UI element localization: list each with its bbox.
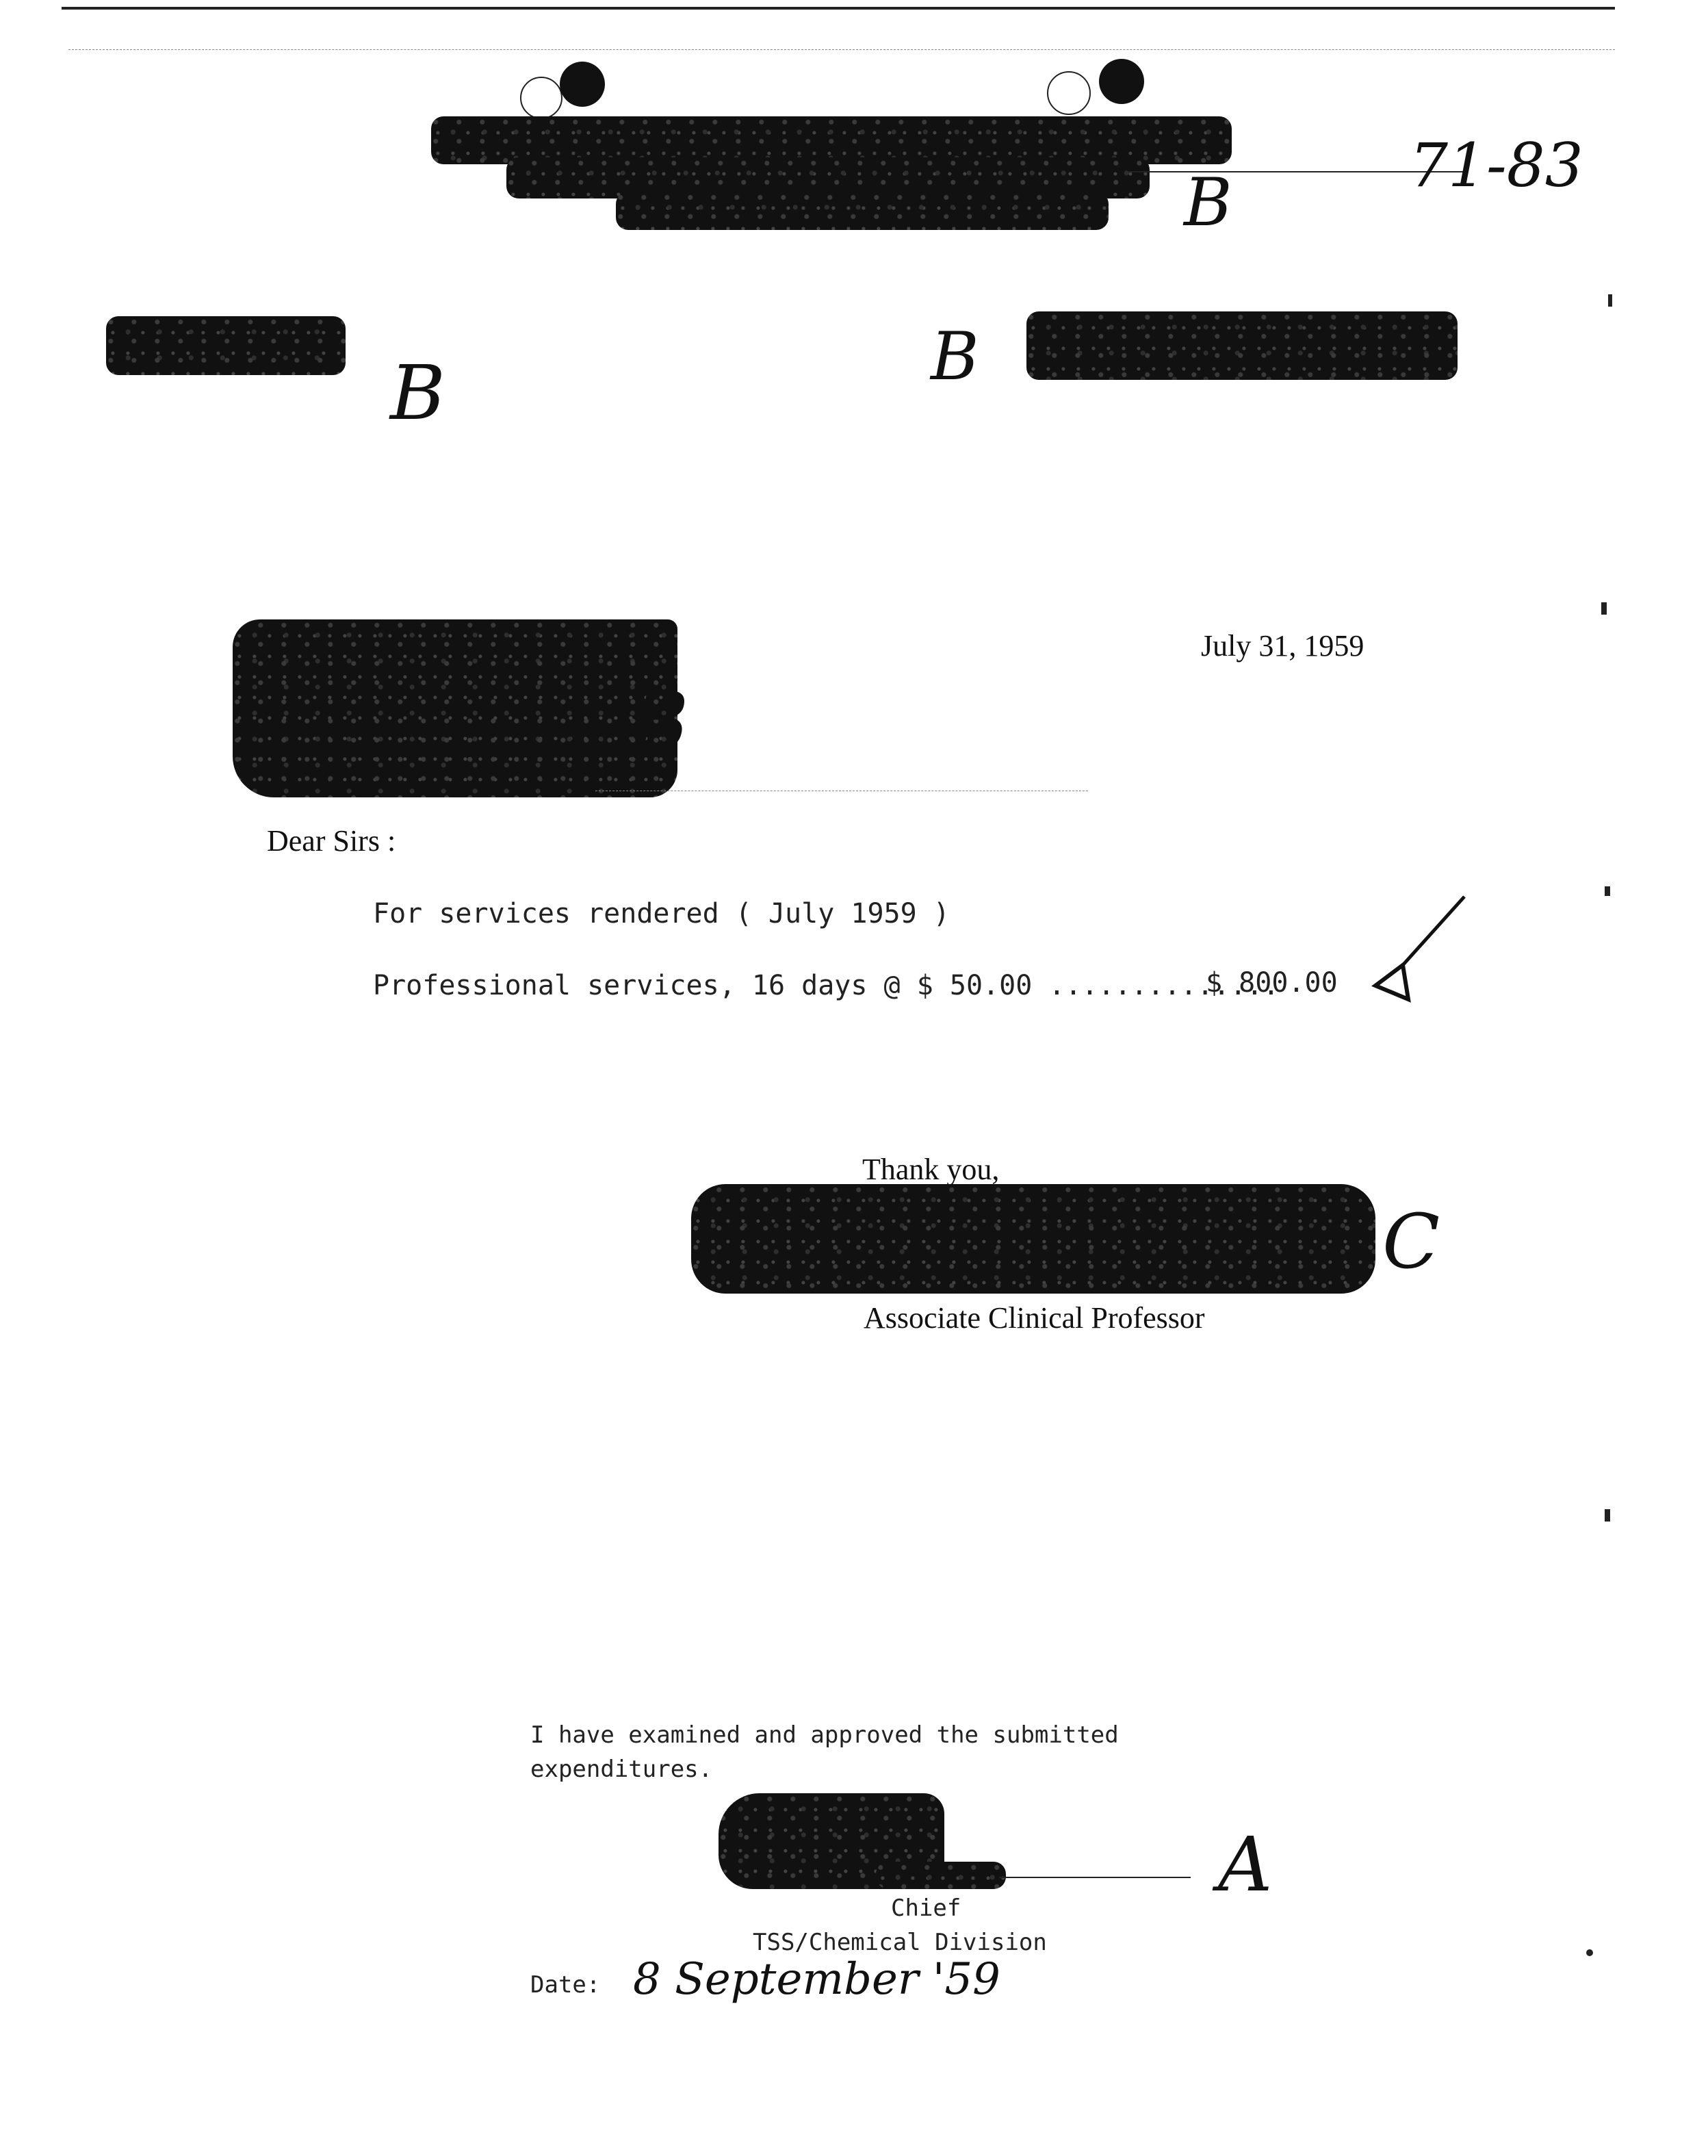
redaction-addressee <box>233 619 677 797</box>
letter-date: July 31, 1959 <box>1201 629 1364 663</box>
closing-text: Thank you, <box>862 1153 1000 1186</box>
salutation: Dear Sirs : <box>267 824 396 858</box>
scan-speck <box>1605 886 1610 896</box>
approval-statement-line1: I have examined and approved the submitt… <box>530 1721 1119 1749</box>
approval-date-label: Date: <box>530 1971 601 1999</box>
approver-title: Chief <box>891 1895 961 1922</box>
scan-speck <box>1586 1949 1593 1956</box>
top-rule <box>62 7 1615 10</box>
handwritten-mark-b2: B <box>390 349 445 437</box>
redaction-approver-signature-tail <box>876 1862 1006 1889</box>
header-rule <box>1129 171 1464 172</box>
redaction-right-name <box>1026 311 1458 380</box>
handwritten-mark-b4: B <box>630 674 689 769</box>
scan-speck <box>1608 294 1612 307</box>
approval-date-value: 8 September '59 <box>633 1954 1000 2005</box>
punch-hole-right-filled <box>1099 59 1144 104</box>
redaction-signature <box>691 1184 1375 1294</box>
line-item-amount: $ 800.00 <box>1206 967 1338 999</box>
handwritten-mark-b1: B <box>1184 164 1232 241</box>
scan-speck <box>1601 602 1607 615</box>
handwritten-file-number: 71-83 <box>1410 130 1583 201</box>
punch-hole-right-open <box>1047 71 1091 115</box>
redaction-left-name <box>106 316 346 375</box>
redaction-header-1 <box>431 116 1232 164</box>
services-heading: For services rendered ( July 1959 ) <box>373 898 950 929</box>
handwritten-mark-b3: B <box>931 318 979 395</box>
approval-statement-line2: expenditures. <box>530 1756 713 1783</box>
signer-title: Associate Clinical Professor <box>864 1301 1205 1335</box>
handwritten-mark-c: C <box>1382 1198 1440 1285</box>
punch-hole-left-open <box>520 77 562 119</box>
check-mark-icon <box>1371 895 1466 1003</box>
redaction-header-3 <box>616 192 1109 230</box>
top-faint-rule <box>68 49 1615 50</box>
scan-speck <box>1605 1509 1610 1522</box>
line-item-description: Professional services, 16 days @ $ 50.00… <box>373 970 1280 1001</box>
approver-signature-rule <box>999 1877 1191 1878</box>
approver-division: TSS/Chemical Division <box>753 1929 1047 1956</box>
handwritten-mark-a: A <box>1218 1821 1273 1908</box>
punch-hole-left-filled <box>560 62 605 107</box>
